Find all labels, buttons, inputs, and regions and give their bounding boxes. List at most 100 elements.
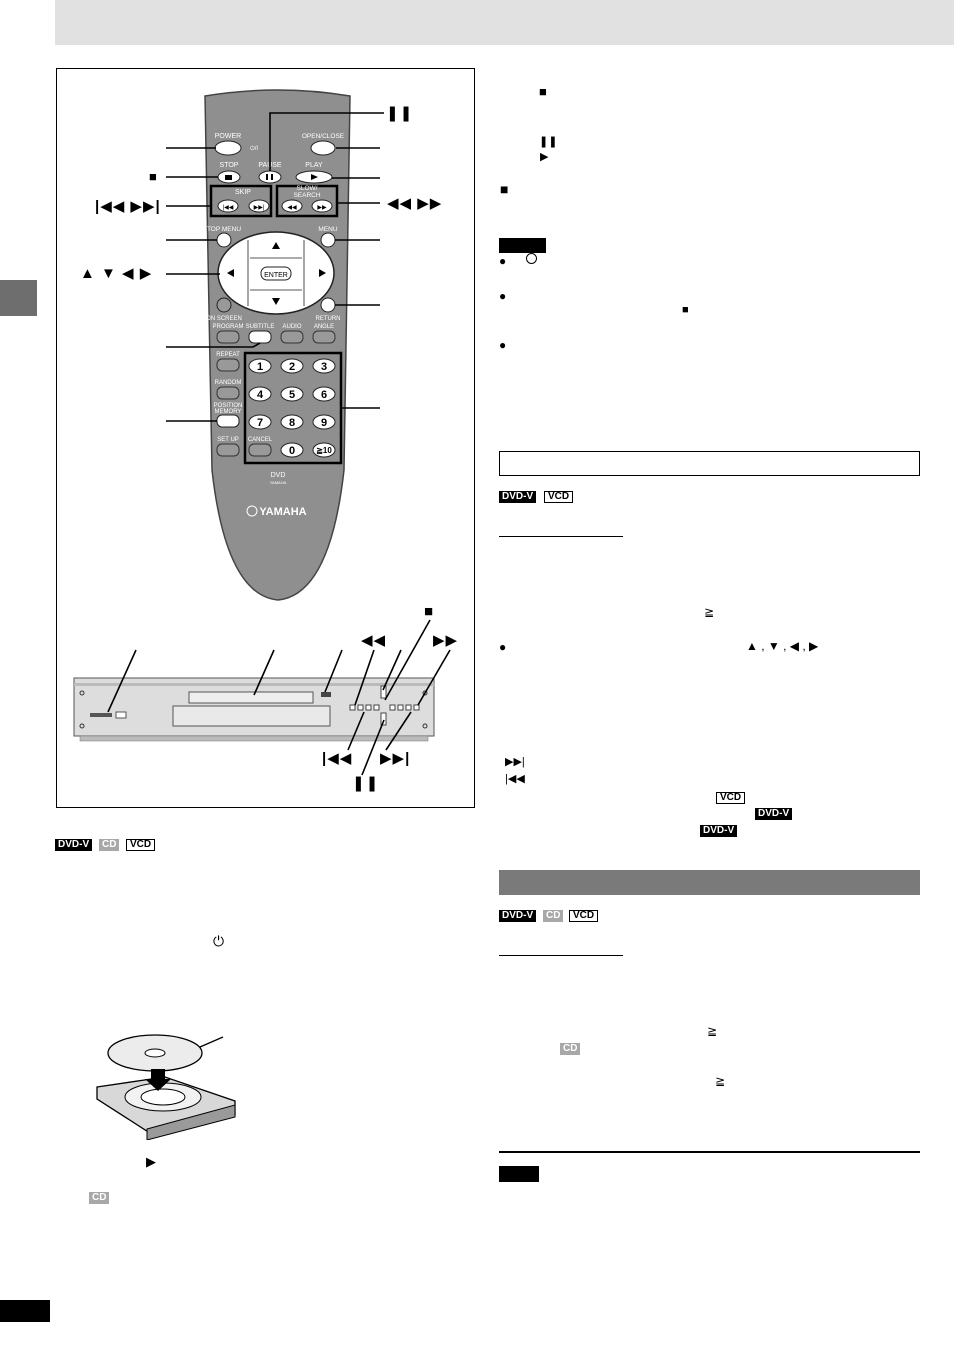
ge-symbol-2: ≧ bbox=[707, 1024, 718, 1038]
cancel-label: CANCEL bbox=[248, 437, 273, 443]
disc-tray bbox=[188, 691, 314, 704]
stop-heading-symbol: ■ bbox=[500, 181, 509, 197]
subheading-underline-2 bbox=[499, 955, 623, 956]
audio-label: AUDIO bbox=[282, 324, 301, 330]
figure-frame bbox=[56, 68, 475, 808]
svg-text:5: 5 bbox=[289, 389, 295, 401]
set-up-button bbox=[216, 443, 240, 457]
subheading-underline-1 bbox=[499, 536, 623, 537]
svg-text:◀◀: ◀◀ bbox=[287, 205, 297, 211]
top-header-band bbox=[55, 0, 954, 45]
tag-dvd-v-5: DVD-V bbox=[499, 910, 537, 922]
ge-symbol-3: ≧ bbox=[715, 1074, 726, 1088]
remote-and-panel-illustration: POWER ⏻/I OPEN/CLOSE STOP PAUSE PLAY SKI… bbox=[73, 89, 451, 776]
side-tab bbox=[0, 280, 37, 316]
tag-vcd: VCD bbox=[126, 839, 156, 851]
bullet-3: ● bbox=[499, 338, 507, 352]
tag-dvd-v-3: DVD-V bbox=[755, 808, 793, 820]
play-symbol-1: ▶ bbox=[540, 151, 549, 163]
brand-name: YAMAHA bbox=[259, 506, 306, 518]
search-label: SEARCH bbox=[293, 192, 320, 199]
top-menu-button bbox=[216, 232, 232, 248]
enter-button bbox=[260, 266, 292, 281]
menu-button bbox=[320, 232, 336, 248]
repeat-button bbox=[216, 358, 240, 372]
stop-label: STOP bbox=[220, 162, 239, 169]
model-sub-label: YAMAHA bbox=[270, 480, 287, 485]
memory-label: MEMORY bbox=[215, 409, 242, 415]
page-number-box bbox=[0, 1300, 50, 1322]
model-label: DVD bbox=[271, 472, 286, 479]
svg-text:2: 2 bbox=[289, 361, 295, 373]
power-label: POWER bbox=[215, 133, 241, 140]
svg-text:8: 8 bbox=[289, 417, 295, 429]
on-screen-label: ON SCREEN bbox=[206, 316, 242, 322]
skip-forward-button bbox=[248, 199, 270, 213]
note-label-bar-2 bbox=[499, 1166, 539, 1182]
svg-text:▶▶: ▶▶ bbox=[317, 205, 327, 211]
angle-button bbox=[312, 330, 336, 344]
tag-cd: CD bbox=[99, 839, 120, 851]
skip-label: SKIP bbox=[235, 189, 251, 196]
svg-text:0: 0 bbox=[289, 445, 295, 457]
subtitle-label: SUBTITLE bbox=[246, 324, 275, 330]
pause-button bbox=[258, 170, 282, 184]
display-window bbox=[172, 705, 331, 727]
audio-button bbox=[280, 330, 304, 344]
section-heading-band bbox=[499, 870, 920, 895]
svg-text:3: 3 bbox=[321, 361, 327, 373]
power-icon: ⏻ bbox=[213, 933, 225, 949]
position-memory-button bbox=[216, 414, 240, 428]
tag-dvd-v-4: DVD-V bbox=[700, 825, 738, 837]
open-close-key bbox=[321, 692, 331, 697]
brand-logo-icon bbox=[246, 505, 258, 517]
program-label: PROGRAM bbox=[212, 324, 243, 330]
skip-back-button bbox=[217, 199, 239, 213]
svg-text:9: 9 bbox=[321, 417, 327, 429]
position-label: POSITION bbox=[214, 403, 243, 409]
section-heading-box bbox=[499, 451, 920, 476]
svg-text:1: 1 bbox=[257, 361, 263, 373]
svg-text:7: 7 bbox=[257, 417, 263, 429]
bullet-1: ● bbox=[499, 254, 507, 268]
svg-text:|◀◀: |◀◀ bbox=[223, 205, 234, 211]
tag-dvd-v-2: DVD-V bbox=[499, 491, 537, 503]
return-label: RETURN bbox=[316, 316, 341, 322]
ge-symbol-1: ≧ bbox=[704, 605, 715, 619]
section-rule bbox=[499, 1151, 920, 1153]
subtitle-button bbox=[248, 330, 272, 344]
panel-rewind-symbol: ◀◀ bbox=[361, 632, 387, 649]
bullet-2: ● bbox=[499, 289, 507, 303]
pause-symbol-1: ❚❚ bbox=[539, 136, 558, 148]
skip-group-outline bbox=[209, 184, 273, 218]
return-button bbox=[320, 297, 336, 313]
tag-cd-3: CD bbox=[560, 1043, 581, 1055]
angle-label: ANGLE bbox=[314, 324, 334, 330]
prohibited-icon bbox=[526, 253, 537, 264]
svg-text:▶▶|: ▶▶| bbox=[254, 205, 265, 211]
tag-vcd-2: VCD bbox=[544, 491, 574, 503]
program-button bbox=[216, 330, 240, 344]
remote-body bbox=[204, 89, 351, 601]
svg-text:4: 4 bbox=[257, 389, 264, 401]
insert-arrow-icon bbox=[145, 1079, 171, 1091]
search-callout-symbols: ◀◀ ▶▶ bbox=[387, 195, 443, 212]
panel-stop-symbol: ■ bbox=[424, 603, 435, 620]
on-screen-button bbox=[216, 297, 232, 313]
stop-symbol-2: ■ bbox=[682, 304, 689, 316]
slow-label: SLOW/ bbox=[297, 185, 318, 192]
stop-symbol-1: ■ bbox=[539, 84, 547, 99]
random-button bbox=[216, 386, 240, 400]
set-up-label: SET UP bbox=[217, 437, 239, 443]
power-button bbox=[214, 140, 242, 156]
panel-skip-back-symbol: |◀◀ bbox=[322, 750, 353, 767]
play-symbol-step: ▶ bbox=[146, 1154, 156, 1169]
panel-pause-symbol: ❚❚ bbox=[352, 775, 380, 792]
panel-skip-forward-symbol: ▶▶| bbox=[380, 750, 411, 767]
tag-vcd-3: VCD bbox=[716, 792, 746, 804]
disc-loading-illustration bbox=[96, 1034, 236, 1140]
power-sub-label: ⏻/I bbox=[250, 145, 258, 152]
bullet-4: ● bbox=[499, 640, 507, 654]
arrow-callout-symbols: ▲ ▼ ◀ ▶ bbox=[80, 265, 153, 282]
pause-callout-symbol: ❚❚ bbox=[386, 105, 414, 122]
